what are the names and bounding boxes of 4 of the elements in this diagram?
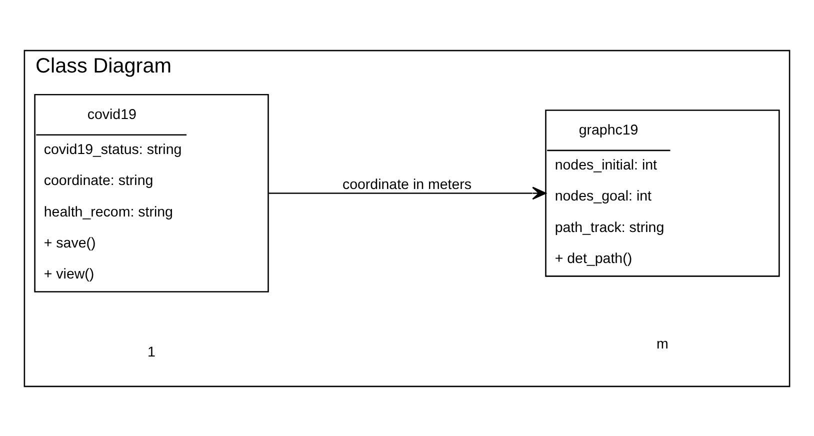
label: 1 xyxy=(148,344,156,360)
label: m xyxy=(656,336,668,352)
arrow xyxy=(268,186,546,200)
edge-label: coordinate in meters xyxy=(342,176,472,193)
